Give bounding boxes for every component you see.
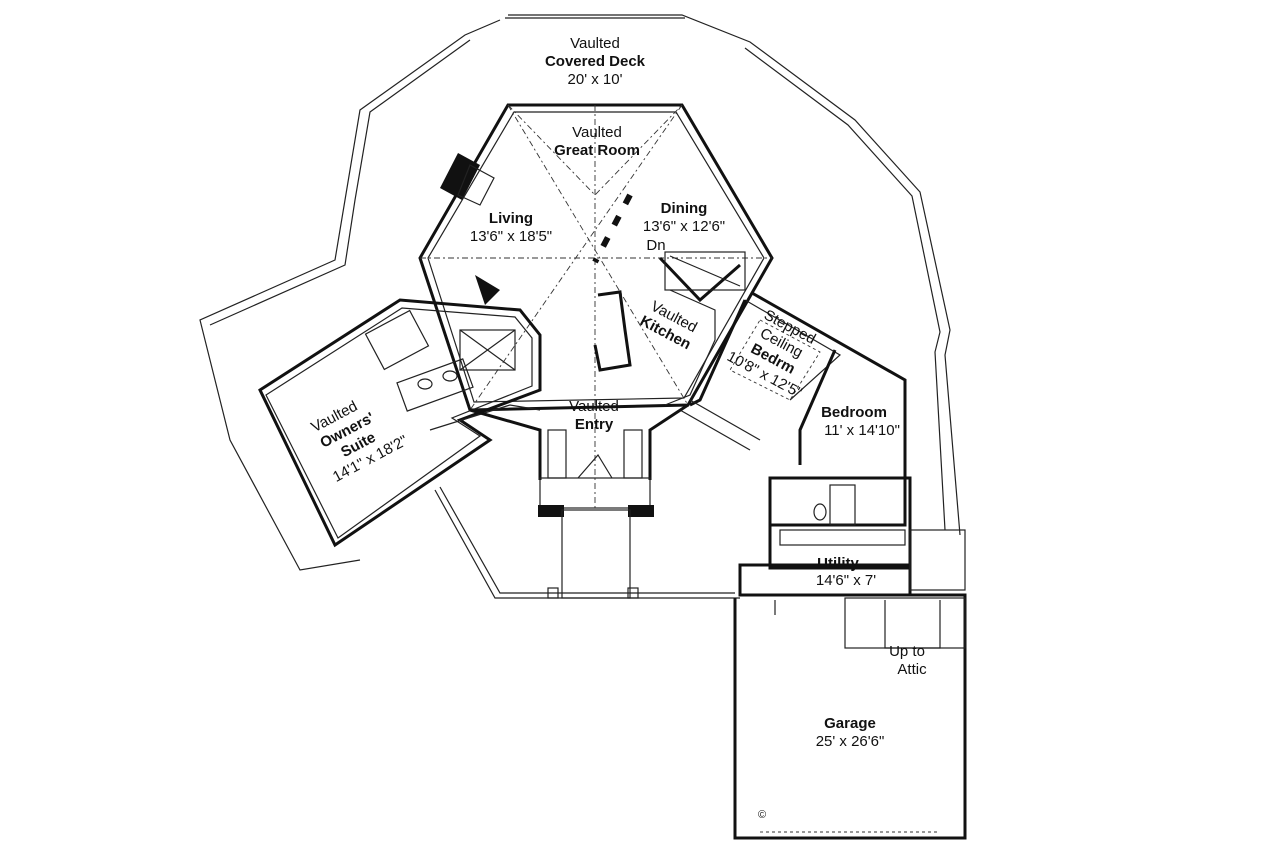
dining-name: Dining (661, 200, 708, 217)
entry-walls (469, 403, 689, 599)
label-dining: Dining 13'6" x 12'6" Dn (643, 200, 725, 254)
label-attic: Up to Attic (889, 643, 927, 678)
bedroom-name: Bedroom (821, 404, 887, 421)
label-entry: Vaulted Entry (569, 398, 619, 433)
attic-line1: Up to (889, 643, 925, 660)
utility-name: Utility (817, 555, 859, 572)
stairs-down-label: Dn (646, 237, 665, 254)
label-owners-suite: Vaulted Owners' Suite 14'1" x 18'2" (308, 398, 410, 486)
deck-outline (199, 14, 961, 599)
covered-deck-size: 20' x 10' (568, 71, 623, 88)
entry-vaulted: Vaulted (569, 398, 619, 415)
attic-line2: Attic (897, 661, 927, 678)
garage-name: Garage (824, 715, 876, 732)
bath-utility-walls (738, 476, 966, 597)
great-room-vaulted: Vaulted (572, 124, 622, 141)
bedroom-size: 11' x 14'10" (824, 422, 900, 439)
utility-size: 14'6" x 7' (816, 572, 876, 589)
copyright-mark: © (758, 809, 766, 821)
label-utility: Utility 14'6" x 7' (816, 555, 876, 589)
label-living: Living 13'6" x 18'5" (470, 210, 552, 245)
label-kitchen: Vaulted Kitchen (637, 298, 700, 353)
entry-name: Entry (575, 416, 614, 433)
garage-size: 25' x 26'6" (816, 733, 885, 750)
dining-size: 13'6" x 12'6" (643, 218, 725, 235)
label-covered-deck: Vaulted Covered Deck 20' x 10' (545, 35, 646, 88)
covered-deck-name: Covered Deck (545, 53, 646, 70)
label-great-room: Vaulted Great Room (554, 124, 640, 159)
great-room-name: Great Room (554, 142, 640, 159)
living-name: Living (489, 210, 533, 227)
label-bedroom: Bedroom 11' x 14'10" (821, 404, 900, 439)
covered-deck-vaulted: Vaulted (570, 35, 620, 52)
fireplace (440, 153, 495, 206)
bedroom-wing-walls (679, 291, 907, 527)
living-size: 13'6" x 18'5" (470, 228, 552, 245)
label-garage: Garage 25' x 26'6" (816, 715, 885, 750)
owners-suite-walls (258, 275, 542, 548)
kitchen-walls (593, 251, 746, 406)
garage-walls (733, 593, 967, 840)
